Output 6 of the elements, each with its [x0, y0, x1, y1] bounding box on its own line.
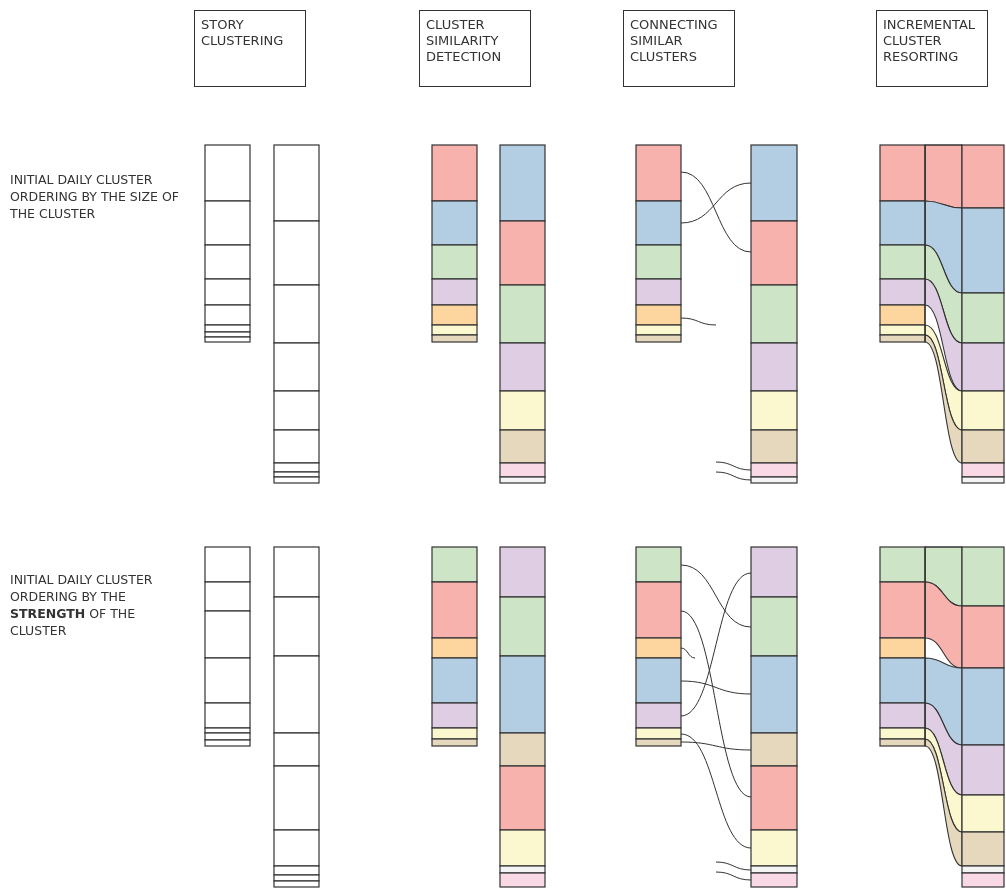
- row-label: INITIAL DAILY CLUSTER ORDERING BY THE SIZE OF THE CLUSTER: [10, 171, 180, 222]
- row-label: INITIAL DAILY CLUSTER ORDERING BY THE STRENGTH OF THE CLUSTER: [10, 571, 154, 639]
- step-heading-box: CONNECTING SIMILAR CLUSTERS: [623, 10, 735, 87]
- step-heading-box: INCREMENTAL CLUSTER RESORTING: [876, 10, 988, 87]
- step-heading-box: STORY CLUSTERING: [194, 10, 306, 87]
- step-heading-box: CLUSTER SIMILARITY DETECTION: [419, 10, 531, 87]
